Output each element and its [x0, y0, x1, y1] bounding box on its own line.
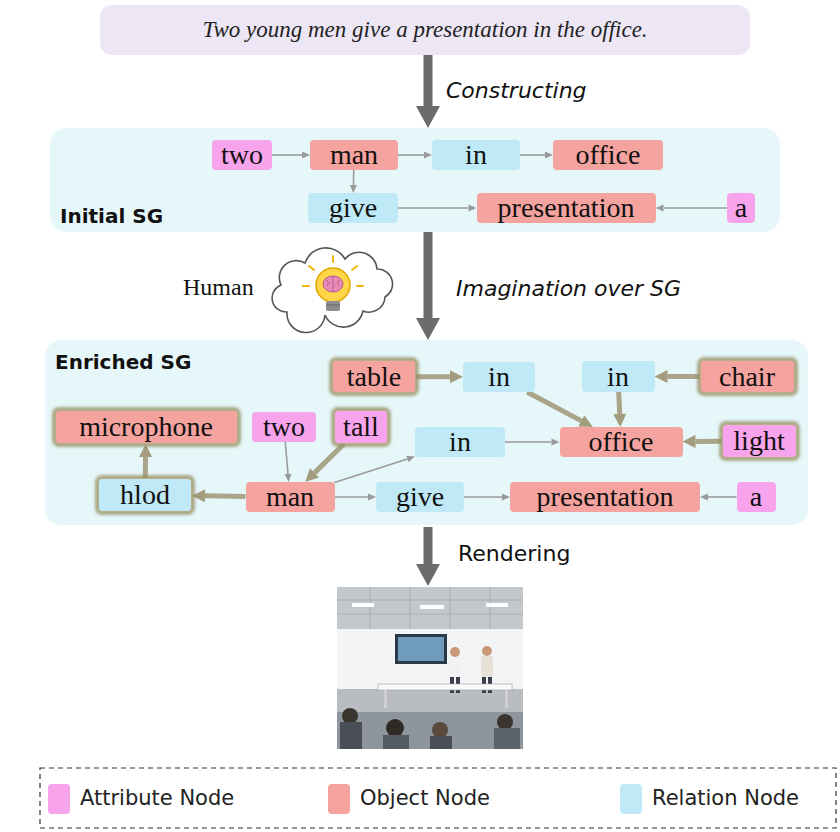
relation-node: give: [308, 193, 398, 223]
attribute-node: two: [212, 140, 272, 170]
legend-item: Attribute Node: [80, 786, 234, 810]
object-node: presentation: [477, 193, 656, 223]
attribute-node: a: [737, 482, 776, 512]
sentence-box: Two young men give a presentation in the…: [100, 5, 750, 55]
free-label: Human: [183, 274, 254, 300]
node-label: give: [396, 482, 444, 512]
legend-swatch: [620, 784, 642, 814]
attribute-node: tall: [334, 410, 388, 444]
edge-line: [416, 374, 450, 379]
step-label: Constructing: [446, 78, 587, 103]
node-label: office: [576, 140, 641, 170]
process-arrow: [416, 55, 440, 128]
edge-label-holder: Constructing: [446, 78, 587, 103]
edge-line: [205, 493, 246, 499]
node-label: presentation: [537, 482, 674, 512]
legend-item: Relation Node: [652, 786, 799, 810]
relation-node: in: [582, 361, 655, 392]
edge-line: [520, 154, 545, 156]
legend-item: Object Node: [360, 786, 490, 810]
edge-line: [398, 154, 424, 156]
relation-node: in: [463, 362, 535, 392]
edge-line: [335, 496, 369, 498]
edge-line: [619, 392, 620, 414]
node-label: in: [449, 427, 471, 457]
object-node: office: [553, 140, 663, 170]
legend-frame: [40, 768, 836, 828]
label-holder: Human: [183, 274, 254, 301]
free-label: Rendering: [458, 541, 570, 566]
attribute-node: two: [252, 412, 316, 442]
node-label: man: [330, 140, 378, 170]
relation-node: in: [415, 427, 505, 457]
process-arrow: [416, 232, 440, 340]
edge-line: [143, 457, 148, 478]
object-node: chair: [700, 360, 795, 393]
node-label: tall: [343, 410, 379, 444]
node-label: in: [607, 361, 629, 392]
edge-line: [664, 207, 728, 209]
node-label: two: [221, 140, 263, 170]
node-label: man: [266, 482, 314, 512]
node-label: table: [347, 360, 401, 393]
node-label: presentation: [498, 193, 635, 223]
node-label: in: [465, 140, 487, 170]
attribute-node: light: [722, 424, 797, 458]
node-label: chair: [719, 360, 775, 393]
attribute-node: a: [727, 193, 755, 223]
legend-text: Relation Node: [652, 786, 799, 810]
panel-heading: Initial SG: [60, 204, 163, 228]
edge-line: [353, 170, 355, 185]
panel-heading-holder: Enriched SG: [55, 350, 191, 374]
edge-line: [424, 232, 433, 318]
legend-text: Attribute Node: [80, 786, 234, 810]
step-label: Imagination over SG: [456, 276, 681, 301]
edge-line: [708, 496, 737, 498]
edge-line: [695, 439, 721, 444]
object-node: man: [310, 140, 398, 170]
arrow-head: [416, 318, 440, 340]
graph-panel: Initial SG two man in office give presentation…: [50, 128, 780, 232]
legend-swatch: [48, 784, 70, 814]
relation-node: hlod: [98, 478, 192, 512]
node-label: office: [589, 427, 654, 457]
object-node: office: [560, 427, 683, 457]
legend-swatch: [328, 784, 350, 814]
edge-line: [505, 441, 552, 443]
panel-heading-holder: Initial SG: [60, 204, 163, 228]
edge-line: [464, 496, 502, 498]
edge-line: [668, 374, 700, 379]
edge-line: [398, 207, 469, 209]
label-holder: Rendering: [458, 541, 570, 566]
node-label: a: [735, 193, 747, 223]
object-node: presentation: [510, 482, 700, 512]
object-node: man: [246, 482, 335, 512]
arrow-head: [416, 106, 440, 128]
legend-text: Object Node: [360, 786, 490, 810]
graph-panel: Enriched SG table in in chair microphone two ta…: [45, 340, 808, 525]
thinking-cloud: [272, 248, 392, 333]
node-label: give: [329, 193, 377, 223]
edge-line: [272, 154, 302, 156]
edge-label-holder: Imagination over SG: [456, 276, 681, 301]
object-node: table: [332, 360, 416, 393]
edge-line: [424, 55, 433, 106]
rendering-arrow: [416, 527, 440, 586]
node-label: in: [488, 362, 510, 392]
relation-node: in: [432, 140, 520, 170]
panel-heading: Enriched SG: [55, 350, 191, 374]
node-label: microphone: [79, 410, 213, 444]
sentence-text: Two young men give a presentation in the…: [202, 17, 647, 43]
node-label: hlod: [120, 478, 170, 512]
node-label: two: [263, 412, 305, 442]
node-label: a: [750, 482, 762, 512]
node-label: light: [733, 424, 784, 458]
rendered-photo: [337, 587, 523, 749]
relation-node: give: [376, 482, 464, 512]
object-node: microphone: [55, 410, 238, 444]
